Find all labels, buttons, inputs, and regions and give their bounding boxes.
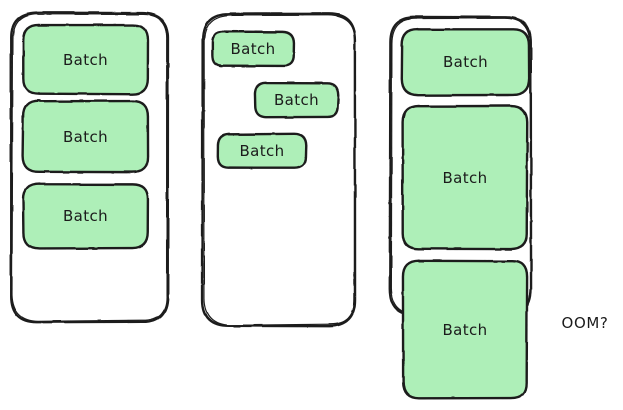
batch-box[interactable]: [403, 106, 528, 249]
batch-box[interactable]: [212, 32, 294, 66]
batch-box[interactable]: [402, 29, 529, 95]
batch-box[interactable]: [218, 134, 306, 168]
batch-box[interactable]: [403, 261, 527, 399]
batch-box[interactable]: [23, 25, 148, 94]
batch-box[interactable]: [23, 184, 148, 248]
batch-box[interactable]: [23, 101, 148, 172]
batch-box[interactable]: [255, 83, 338, 117]
